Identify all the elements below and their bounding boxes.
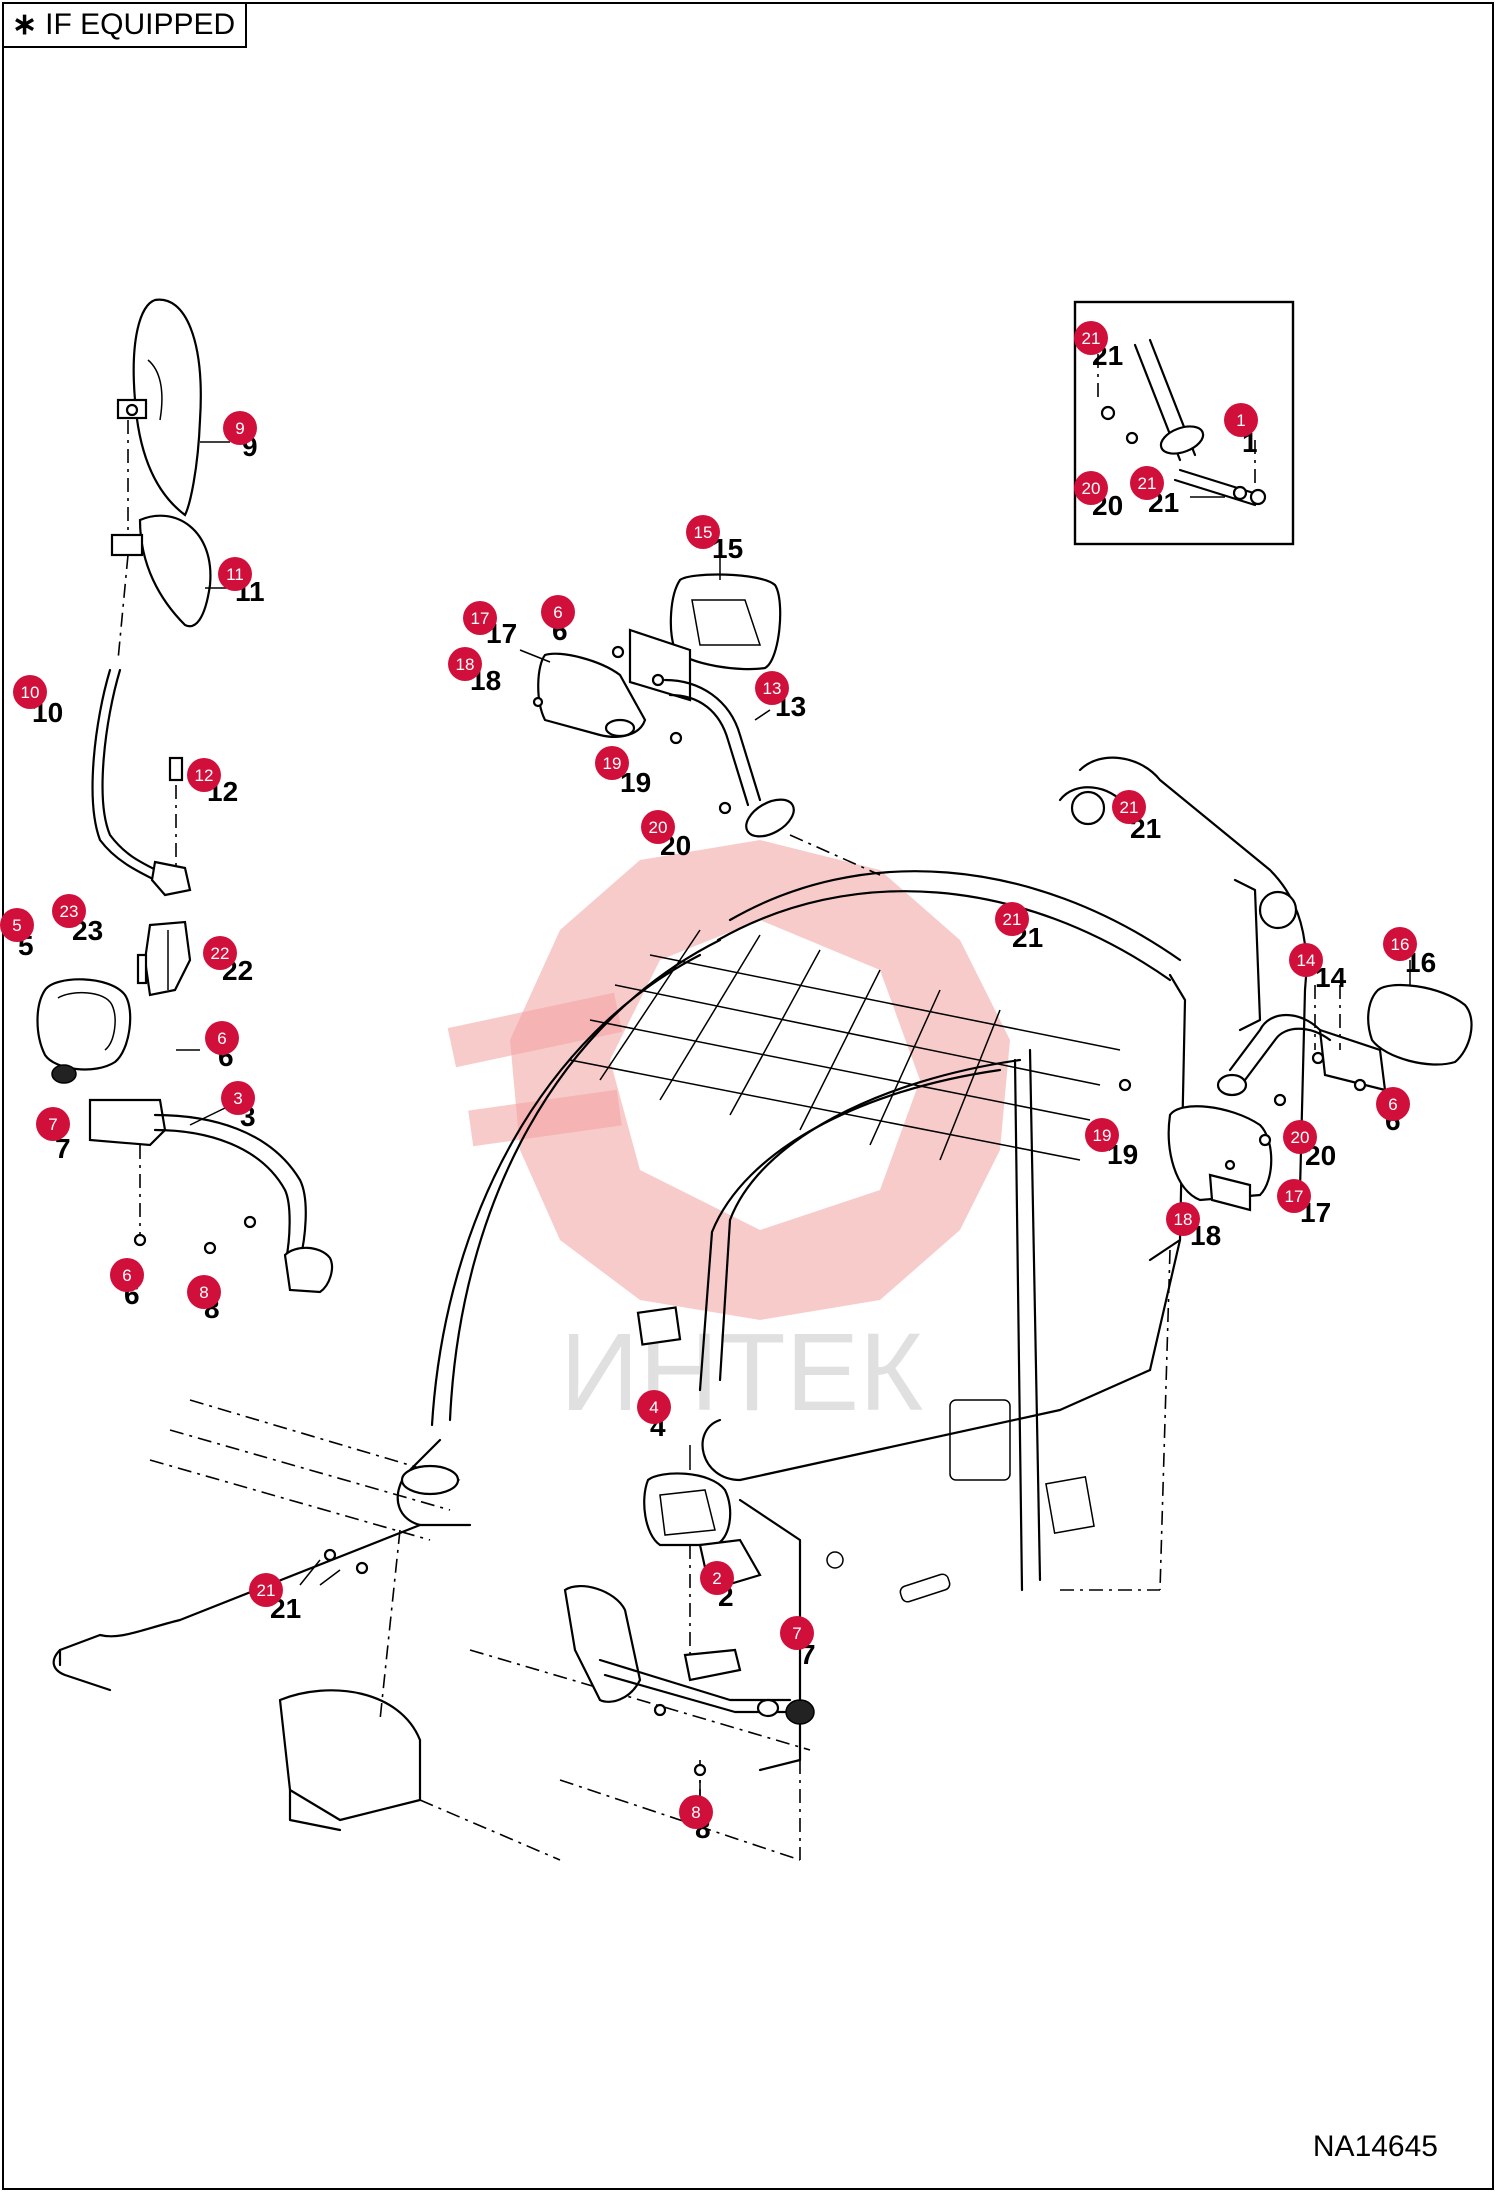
svg-text:7: 7 [792, 1624, 801, 1643]
callout-badge: 1 [1224, 403, 1258, 437]
callout-badge: 4 [637, 1390, 671, 1424]
callout-badge: 11 [218, 557, 252, 591]
svg-text:21: 21 [1138, 474, 1157, 493]
callout-badge: 20 [1283, 1120, 1317, 1154]
callout-badge: 13 [755, 671, 789, 705]
svg-text:20: 20 [1291, 1128, 1310, 1147]
asterisk-icon: ∗ [12, 8, 38, 41]
svg-text:7: 7 [48, 1115, 57, 1134]
svg-text:23: 23 [60, 902, 79, 921]
callout-badge: 21 [1074, 321, 1108, 355]
svg-text:19: 19 [603, 754, 622, 773]
callout-badge: 17 [1277, 1179, 1311, 1213]
callout-badge: 6 [205, 1021, 239, 1055]
svg-text:20: 20 [649, 818, 668, 837]
svg-text:19: 19 [1093, 1126, 1112, 1145]
svg-text:6: 6 [122, 1266, 131, 1285]
if-equipped-label: IF EQUIPPED [45, 8, 236, 41]
svg-text:22: 22 [211, 944, 230, 963]
callout-badge: 23 [52, 894, 86, 928]
callout-badge: 6 [110, 1258, 144, 1292]
callout-badge: 6 [541, 595, 575, 629]
watermark-text: ИНТЕК [560, 1311, 923, 1434]
watermark-logo: ИНТЕК [447, 840, 1010, 1434]
svg-text:1: 1 [1236, 411, 1245, 430]
callout-badge: 21 [995, 902, 1029, 936]
callout-badge: 20 [1074, 471, 1108, 505]
callout-badge: 7 [780, 1616, 814, 1650]
svg-text:20: 20 [1082, 479, 1101, 498]
callout-badge: 18 [448, 647, 482, 681]
callout-badge: 3 [221, 1081, 255, 1115]
svg-text:16: 16 [1391, 935, 1410, 954]
callout-badge: 6 [1376, 1087, 1410, 1121]
svg-text:18: 18 [1174, 1210, 1193, 1229]
drawing-id: NA14645 [1312, 2130, 1438, 2163]
callout-badge: 19 [595, 746, 629, 780]
callout-badge: 20 [641, 810, 675, 844]
callout-badge: 5 [0, 908, 34, 942]
callout-badge: 10 [13, 675, 47, 709]
frame-guard-grid [569, 929, 1121, 1161]
svg-text:21: 21 [1120, 798, 1139, 817]
callout-badge: 8 [679, 1795, 713, 1829]
callout-badge: 7 [36, 1107, 70, 1141]
callout-badge: 21 [1112, 790, 1146, 824]
svg-text:14: 14 [1297, 951, 1316, 970]
svg-text:17: 17 [471, 609, 490, 628]
svg-text:11: 11 [226, 565, 244, 584]
mirror-assembly [91, 298, 230, 897]
svg-text:6: 6 [1388, 1095, 1397, 1114]
svg-text:18: 18 [456, 655, 475, 674]
if-equipped-legend: ∗IF EQUIPPED [2, 2, 248, 48]
callout-badge: 2 [700, 1561, 734, 1595]
svg-text:10: 10 [21, 683, 40, 702]
inset-detail [1073, 300, 1295, 546]
callout-badge: 15 [686, 515, 720, 549]
callout-badge: 18 [1166, 1202, 1200, 1236]
svg-text:8: 8 [199, 1283, 208, 1302]
svg-text:8: 8 [691, 1803, 700, 1822]
callout-badge: 21 [249, 1573, 283, 1607]
callout-badge: 19 [1085, 1118, 1119, 1152]
svg-text:21: 21 [257, 1581, 276, 1600]
left-light-handle [36, 756, 334, 1294]
bottom-light-handle [299, 1445, 815, 1800]
callout-badge: 8 [187, 1275, 221, 1309]
svg-text:17: 17 [1285, 1187, 1304, 1206]
svg-text:4: 4 [649, 1398, 658, 1417]
part-label: 7 [55, 1133, 71, 1164]
part-number-labels: 21 1 20 21 9 11 10 12 5 23 22 6 3 7 6 8 … [18, 340, 1436, 1844]
svg-text:6: 6 [217, 1029, 226, 1048]
svg-text:13: 13 [763, 679, 782, 698]
svg-text:5: 5 [12, 916, 21, 935]
svg-text:3: 3 [233, 1089, 242, 1108]
svg-text:9: 9 [235, 419, 244, 438]
callout-badges: 21 1 20 21 9 11 10 12 5 23 22 6 3 7 6 8 … [0, 321, 1417, 1829]
callout-badge: 9 [223, 411, 257, 445]
right-light-handle [1118, 960, 1473, 1212]
callout-badge: 21 [1130, 466, 1164, 500]
svg-text:21: 21 [1003, 910, 1022, 929]
callout-badge: 14 [1289, 943, 1323, 977]
svg-text:2: 2 [712, 1569, 721, 1588]
svg-text:6: 6 [553, 603, 562, 622]
callout-badge: 12 [187, 758, 221, 792]
callout-badge: 16 [1383, 927, 1417, 961]
callout-badge: 22 [203, 936, 237, 970]
callout-badge: 17 [463, 601, 497, 635]
svg-text:21: 21 [1082, 329, 1101, 348]
top-light-handle [519, 555, 881, 876]
svg-text:12: 12 [195, 766, 214, 785]
svg-text:15: 15 [694, 523, 713, 542]
